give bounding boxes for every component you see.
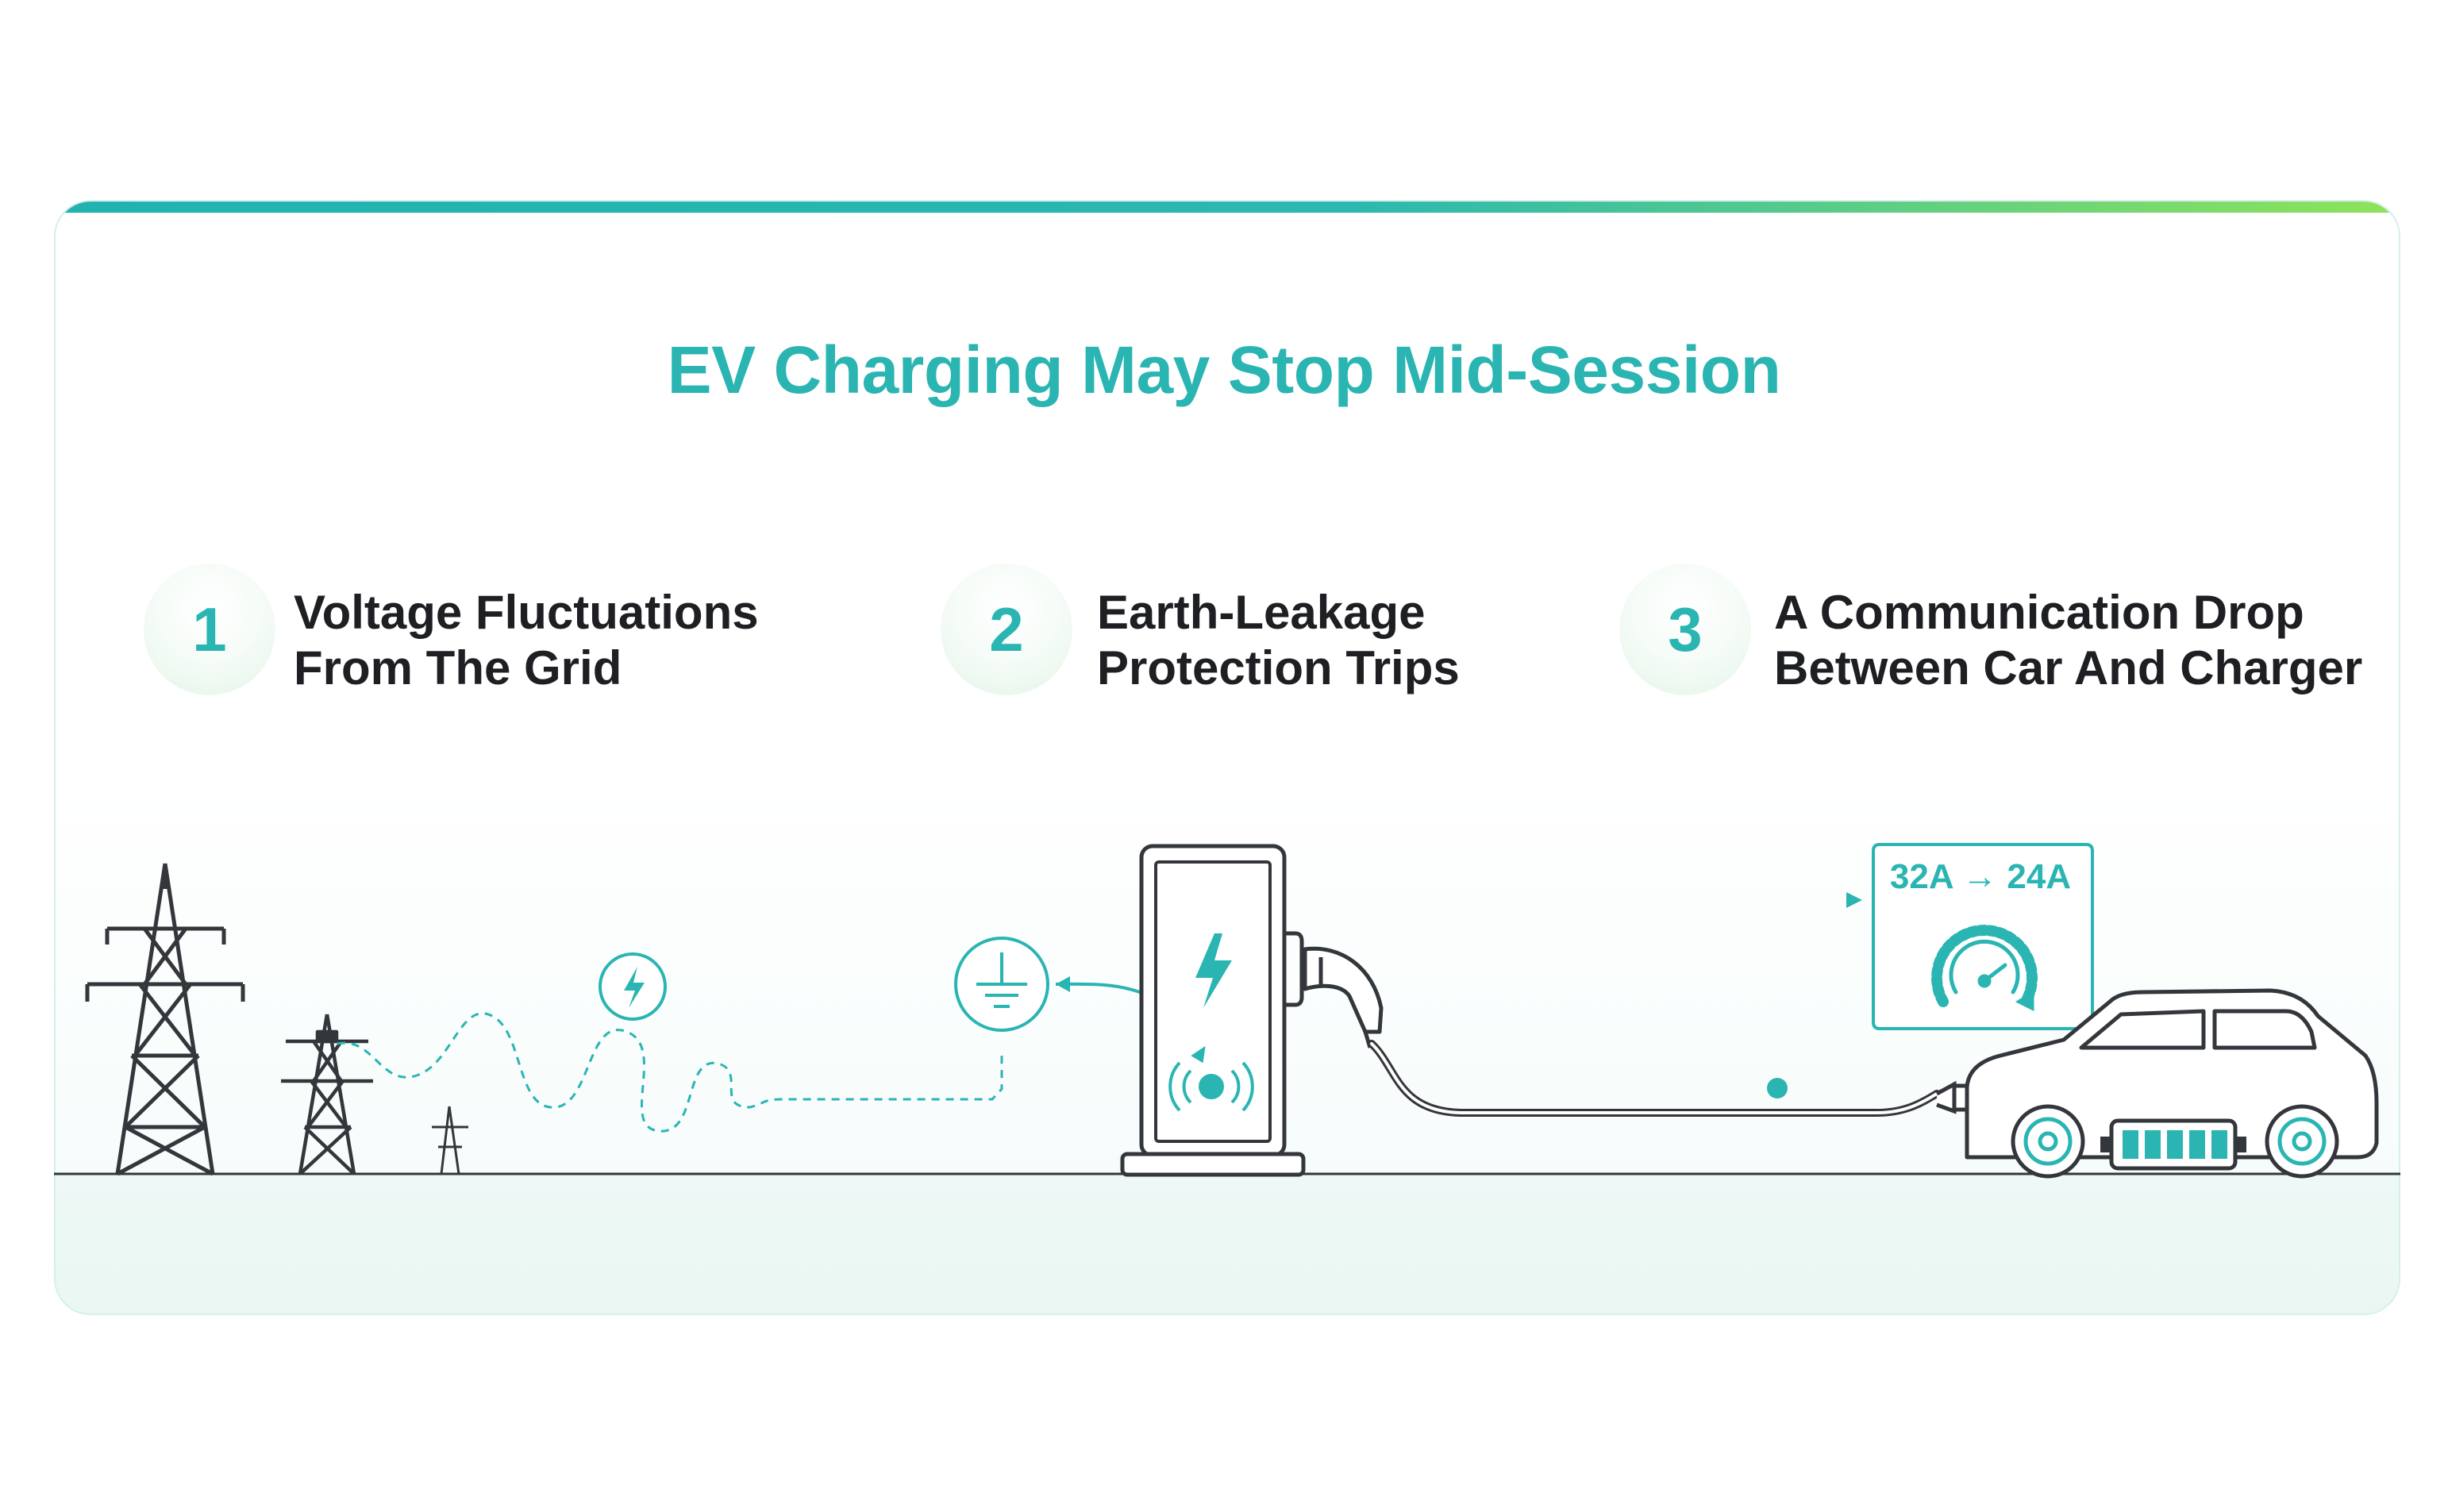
step-3-line-1: A Communication Drop [1774, 586, 2304, 639]
utility-pole-icon [432, 1106, 468, 1175]
car-connector [1935, 1080, 1957, 1114]
lightning-icon [599, 952, 667, 1021]
step-3-label: A Communication Drop Between Car And Cha… [1774, 585, 2362, 696]
step-1-line-1: Voltage Fluctuations [294, 586, 759, 639]
current-badge [1846, 843, 2094, 1030]
step-2-label: Earth-Leakage Protection Trips [1097, 585, 1460, 696]
charging-station-icon [1120, 844, 1306, 1177]
leak-arrow-head [1056, 976, 1070, 992]
small-tower-icon [281, 1014, 373, 1175]
signal-icon [1168, 1045, 1254, 1112]
step-1-line-2: From The Grid [294, 641, 622, 694]
current-reduction-label: 32A → 24A [1889, 857, 2072, 896]
charging-cable [1368, 1040, 1941, 1117]
ev-plug-icon [1303, 946, 1384, 1048]
transmission-tower-icon [85, 863, 245, 1176]
cable-dot [1767, 1078, 1788, 1098]
earth-ground-icon [954, 937, 1049, 1032]
step-2-line-2: Protection Trips [1097, 641, 1460, 694]
step-3-line-2: Between Car And Charger [1774, 641, 2363, 694]
battery-icon [2100, 1118, 2246, 1171]
step-1-number: 1 [144, 564, 275, 695]
step-3-number: 3 [1619, 564, 1751, 695]
step-1-label: Voltage Fluctuations From The Grid [294, 585, 759, 696]
gradient-top-bar [56, 202, 2399, 213]
voltage-wave [337, 1012, 1003, 1133]
ground-band [56, 1173, 2399, 1314]
page-title: EV Charging May Stop Mid-Session [667, 333, 1781, 407]
step-2-number: 2 [941, 564, 1072, 695]
car-icon [1950, 988, 2379, 1179]
wheel-hubs [2023, 1117, 2327, 1166]
speedometer-icon [1931, 925, 2038, 1012]
step-2-line-1: Earth-Leakage [1097, 586, 1426, 639]
